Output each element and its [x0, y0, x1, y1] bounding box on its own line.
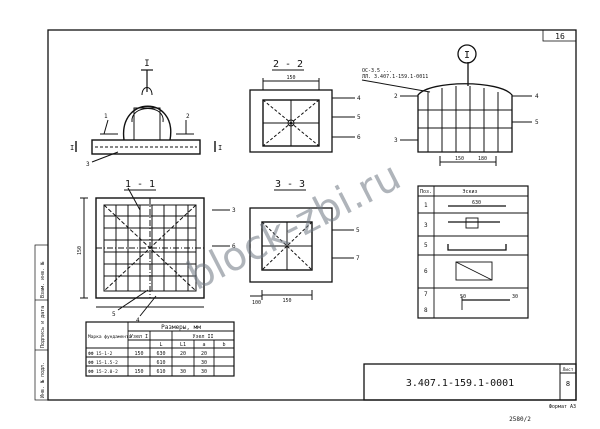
section-1-1-title: 1 - 1 [125, 179, 155, 190]
sizes-col-b: b [222, 342, 225, 348]
sec33-pos-5: 5 [356, 227, 360, 234]
sizes-r1-L: 150 [134, 351, 143, 357]
sizes-table [85, 321, 235, 377]
section-3-3-view [249, 207, 354, 300]
sizes-uzel-2: Узел II [192, 334, 213, 340]
node-note-2: ЛЛ. 3.407.1-159.1-0011 [362, 74, 428, 80]
sizes-col-L1: L1 [180, 342, 186, 348]
format-label: Формат А3 [549, 404, 576, 410]
side-stamp [34, 244, 49, 401]
sec22-pos-6: 6 [357, 134, 361, 141]
side-stamp-2: Подпись и дата [40, 306, 46, 348]
sec33-pos-7: 7 [356, 255, 360, 262]
sizes-r3-a: 30 [180, 369, 186, 375]
sizes-r1-a: 20 [180, 351, 186, 357]
sec11-pos-4: 4 [136, 317, 140, 324]
elements-dim-630: 630 [472, 200, 481, 206]
sec22-pos-5: 5 [357, 114, 361, 121]
view1-callout: I [144, 59, 149, 69]
elements-table [417, 185, 529, 319]
elements-pos-5: 5 [424, 242, 428, 249]
view1-pos-3: 3 [86, 161, 90, 168]
node-dim-180: 180 [478, 156, 487, 162]
node-I-marker [457, 44, 477, 64]
elements-col-pos: Поз. [420, 189, 432, 195]
sec33-dim-100: 100 [252, 300, 261, 306]
sizes-r2-mark: ФФ 15-1.5-2 [88, 360, 118, 366]
sizes-r1-mark: ФФ 15-1-2 [88, 351, 113, 357]
sizes-uzel-1: Узел I [130, 334, 148, 340]
sec22-dim-150: 150 [286, 75, 295, 81]
node-pos-4: 4 [535, 93, 539, 100]
sizes-r2-L1: 610 [156, 360, 165, 366]
sizes-col-L: L [159, 342, 162, 348]
elements-pos-3: 3 [424, 222, 428, 229]
sizes-r3-L1: 610 [156, 369, 165, 375]
front-view [75, 69, 216, 163]
node-pos-2: 2 [394, 93, 398, 100]
sheet-frame [47, 29, 577, 401]
sec11-pos-5: 5 [112, 311, 116, 318]
title-block [363, 363, 577, 401]
node-pos-5: 5 [535, 119, 539, 126]
title-sheet-no: 8 [566, 380, 570, 388]
side-stamp-1: Инв. № подл. [40, 362, 46, 398]
view1-sec-mark-r: I [218, 144, 222, 152]
side-stamp-3: Взам. инв. № [40, 262, 46, 298]
sec11-dim-150: 150 [77, 246, 83, 255]
sizes-title: Размеры, мм [161, 324, 201, 331]
sizes-col-a: a [202, 342, 205, 348]
node-note-1: ОС-3.5 ... [362, 68, 392, 74]
watermark: block-zbi.ru [180, 153, 408, 300]
sec11-pos-3: 3 [232, 207, 236, 214]
sizes-r2-b: 30 [201, 360, 207, 366]
page-number: 16 [555, 32, 565, 41]
view1-sec-mark-l: I [70, 144, 74, 152]
section-2-2-view [249, 78, 355, 153]
elements-pos-8: 8 [424, 307, 428, 314]
section-1-1-view [80, 187, 230, 317]
elements-pos-6: 6 [424, 268, 428, 275]
section-3-3-title: 3 - 3 [275, 179, 305, 190]
bottom-code: 2580/2 [509, 416, 531, 423]
title-sheet-label: Лист [563, 367, 574, 373]
title-designation: 3.407.1-159.1-0001 [406, 378, 514, 389]
sizes-r1-L1: 630 [156, 351, 165, 357]
sizes-r3-b: 30 [201, 369, 207, 375]
node-I-view [361, 62, 532, 166]
elements-dim-50: 50 [460, 294, 466, 300]
section-2-2-title: 2 - 2 [273, 59, 303, 70]
sec33-dim-150: 150 [282, 298, 291, 304]
elements-dim-30: 30 [512, 294, 518, 300]
sec11-pos-6: 6 [232, 243, 236, 250]
elements-col-sketch: Эскиз [462, 189, 477, 195]
elements-pos-7: 7 [424, 291, 428, 298]
sizes-r1-b: 20 [201, 351, 207, 357]
node-dim-150: 150 [455, 156, 464, 162]
elements-pos-1: 1 [424, 202, 428, 209]
sizes-r3-mark: ФФ 15-2.0-2 [88, 369, 118, 375]
view1-pos-2: 2 [186, 113, 190, 120]
view1-pos-1: 1 [104, 113, 108, 120]
sizes-row-header: Марка фундамента [88, 334, 132, 340]
node-pos-3: 3 [394, 137, 398, 144]
sizes-r3-L: 150 [134, 369, 143, 375]
sec22-pos-4: 4 [357, 95, 361, 102]
node-I-title: I [464, 50, 470, 61]
